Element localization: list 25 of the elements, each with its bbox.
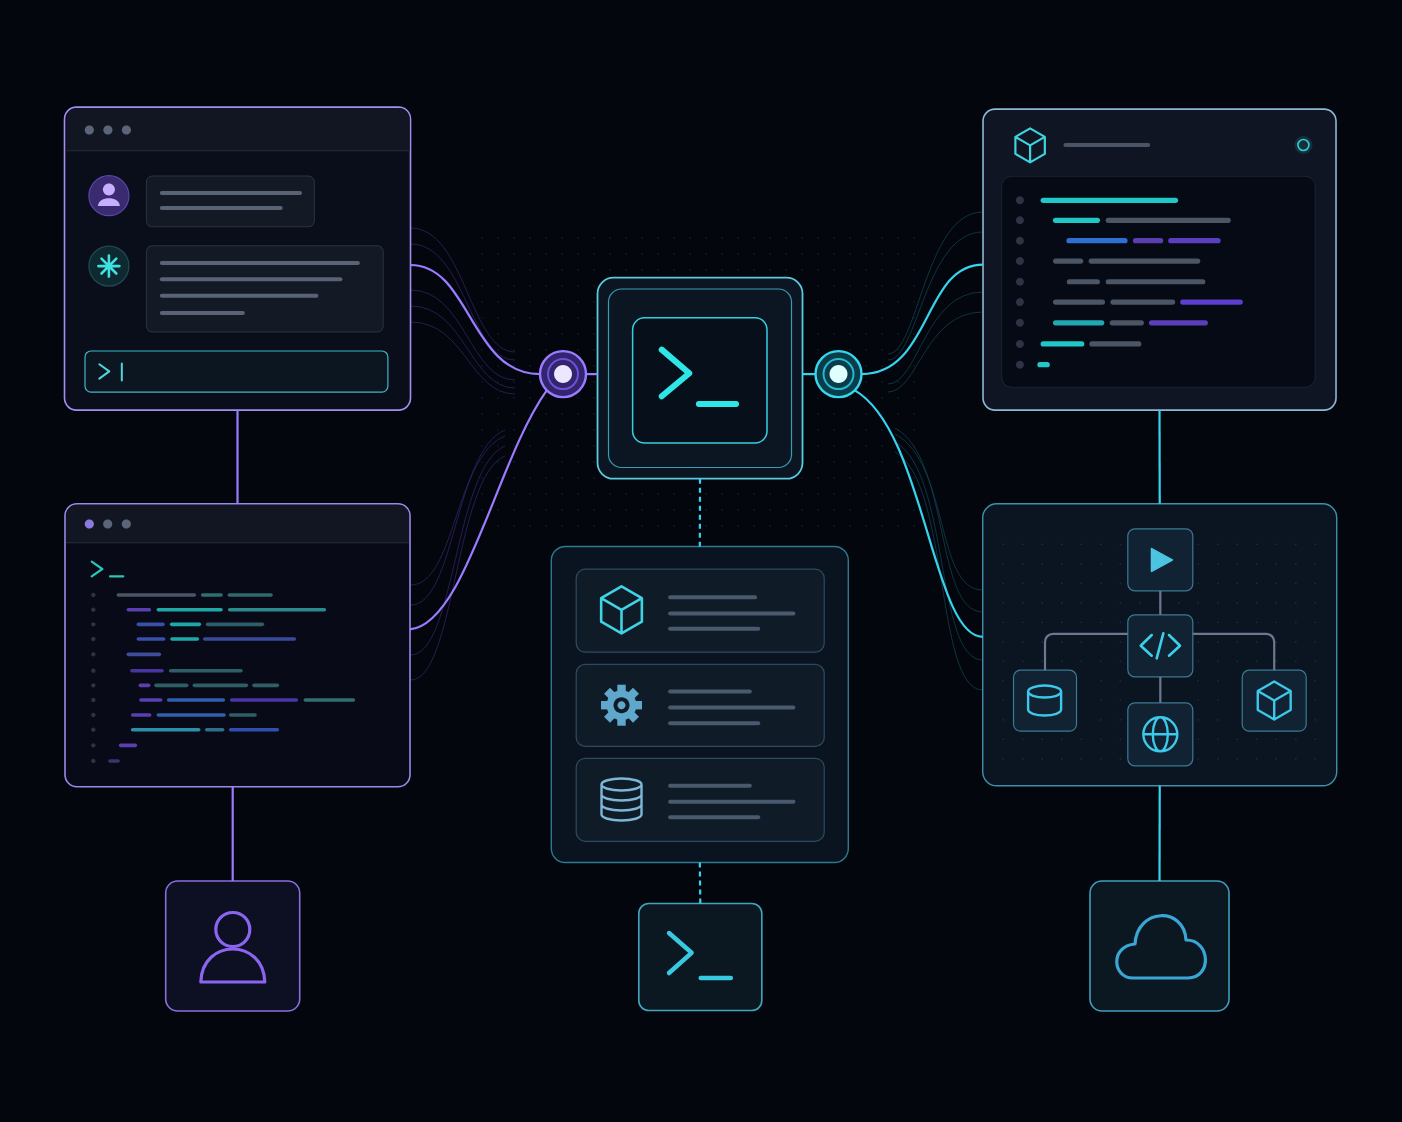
icon-tile [1127, 614, 1194, 678]
feature-card [575, 568, 825, 653]
icon-tile [1012, 669, 1078, 732]
connector [586, 373, 598, 376]
user-tile [164, 880, 301, 1012]
connector [1159, 590, 1162, 615]
connector [1158, 785, 1161, 881]
terminal-tile [638, 902, 763, 1012]
connector [698, 862, 702, 904]
connector [1159, 676, 1162, 703]
connector [1158, 410, 1161, 504]
connector [698, 478, 702, 547]
connector [1192, 632, 1276, 671]
connector [854, 389, 984, 638]
connector [409, 389, 548, 631]
connector [861, 263, 984, 376]
connector [231, 786, 234, 881]
connector [1043, 632, 1128, 671]
connector [802, 373, 816, 376]
connector [410, 263, 541, 376]
icon-tile [1241, 669, 1307, 732]
connector [236, 410, 239, 504]
feature-card [575, 757, 825, 842]
icon-tile [1127, 528, 1194, 592]
cloud-tile [1089, 880, 1230, 1012]
